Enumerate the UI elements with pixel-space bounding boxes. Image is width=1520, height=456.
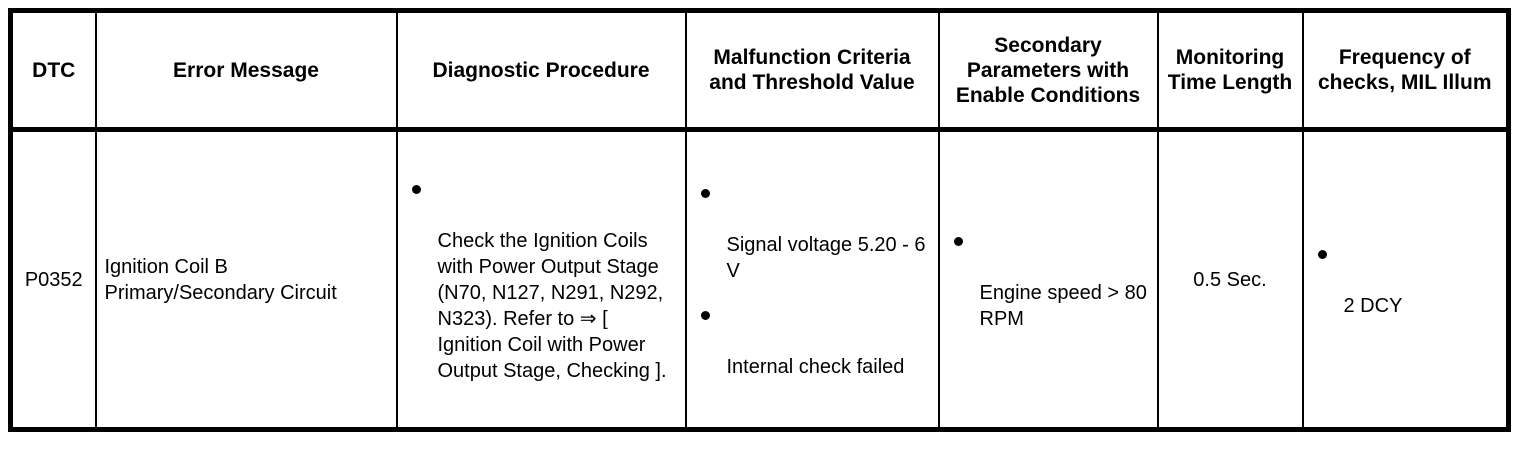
cell-monitoring-time-length: 0.5 Sec. [1156,129,1304,430]
column-header-frequency-of-checks: Frequency of checks, MIL Illum [1301,10,1509,132]
bullet-icon [700,188,710,198]
cell-malfunction-criteria: Signal voltage 5.20 - 6 V Internal check… [684,129,940,430]
column-header-monitoring-time: Monitoring Time Length [1156,10,1304,132]
cell-diagnostic-procedure: Check the Ignition Coils with Power Outp… [395,129,687,430]
list-item-text: 2 DCY [1343,294,1403,317]
cell-dtc-code: P0352 [10,129,97,430]
list-item: Check the Ignition Coils with Power Outp… [406,176,677,384]
error-message-value: Ignition Coil B Primary/Secondary Circui… [104,255,337,304]
monitoring-time-value: 0.5 Sec. [1193,268,1267,291]
list-item-text: Internal check failed [726,355,905,378]
list-item-text: Check the Ignition Coils with Power Outp… [437,229,667,382]
list-item-text: Engine speed > 80 RPM [979,281,1147,330]
list-item: Signal voltage 5.20 - 6 V [695,180,930,284]
cell-secondary-parameters: Engine speed > 80 RPM [937,129,1159,430]
column-header-diagnostic-procedure: Diagnostic Procedure [395,10,687,132]
secondary-parameters-list: Engine speed > 80 RPM [948,228,1149,332]
column-header-error-message: Error Message [94,10,398,132]
bullet-icon [953,236,963,246]
list-item: Engine speed > 80 RPM [948,228,1149,332]
column-header-dtc: DTC [10,10,97,132]
diagnostic-procedure-list: Check the Ignition Coils with Power Outp… [406,176,677,384]
list-item: 2 DCY [1312,241,1499,319]
table-header: DTC Error Message Diagnostic Procedure M… [10,10,1509,132]
column-header-secondary-parameters: Secondary Parameters with Enable Conditi… [937,10,1159,132]
table-body: P0352 Ignition Coil B Primary/Secondary … [10,129,1509,430]
column-header-malfunction-criteria: Malfunction Criteria and Threshold Value [684,10,940,132]
cell-error-message: Ignition Coil B Primary/Secondary Circui… [94,129,398,430]
list-item-text: Signal voltage 5.20 - 6 V [726,233,926,282]
dtc-code-value: P0352 [24,268,83,291]
table-row: P0352 Ignition Coil B Primary/Secondary … [10,129,1509,430]
malfunction-criteria-list: Signal voltage 5.20 - 6 V Internal check… [695,180,930,380]
cell-frequency-of-checks: 2 DCY [1301,129,1509,430]
list-item: Internal check failed [695,302,930,380]
frequency-of-checks-list: 2 DCY [1312,241,1499,319]
table-header-row: DTC Error Message Diagnostic Procedure M… [10,10,1509,132]
dtc-diagnostic-table: DTC Error Message Diagnostic Procedure M… [8,8,1511,432]
bullet-icon [1317,249,1327,259]
bullet-icon [700,310,710,320]
bullet-icon [411,184,421,194]
